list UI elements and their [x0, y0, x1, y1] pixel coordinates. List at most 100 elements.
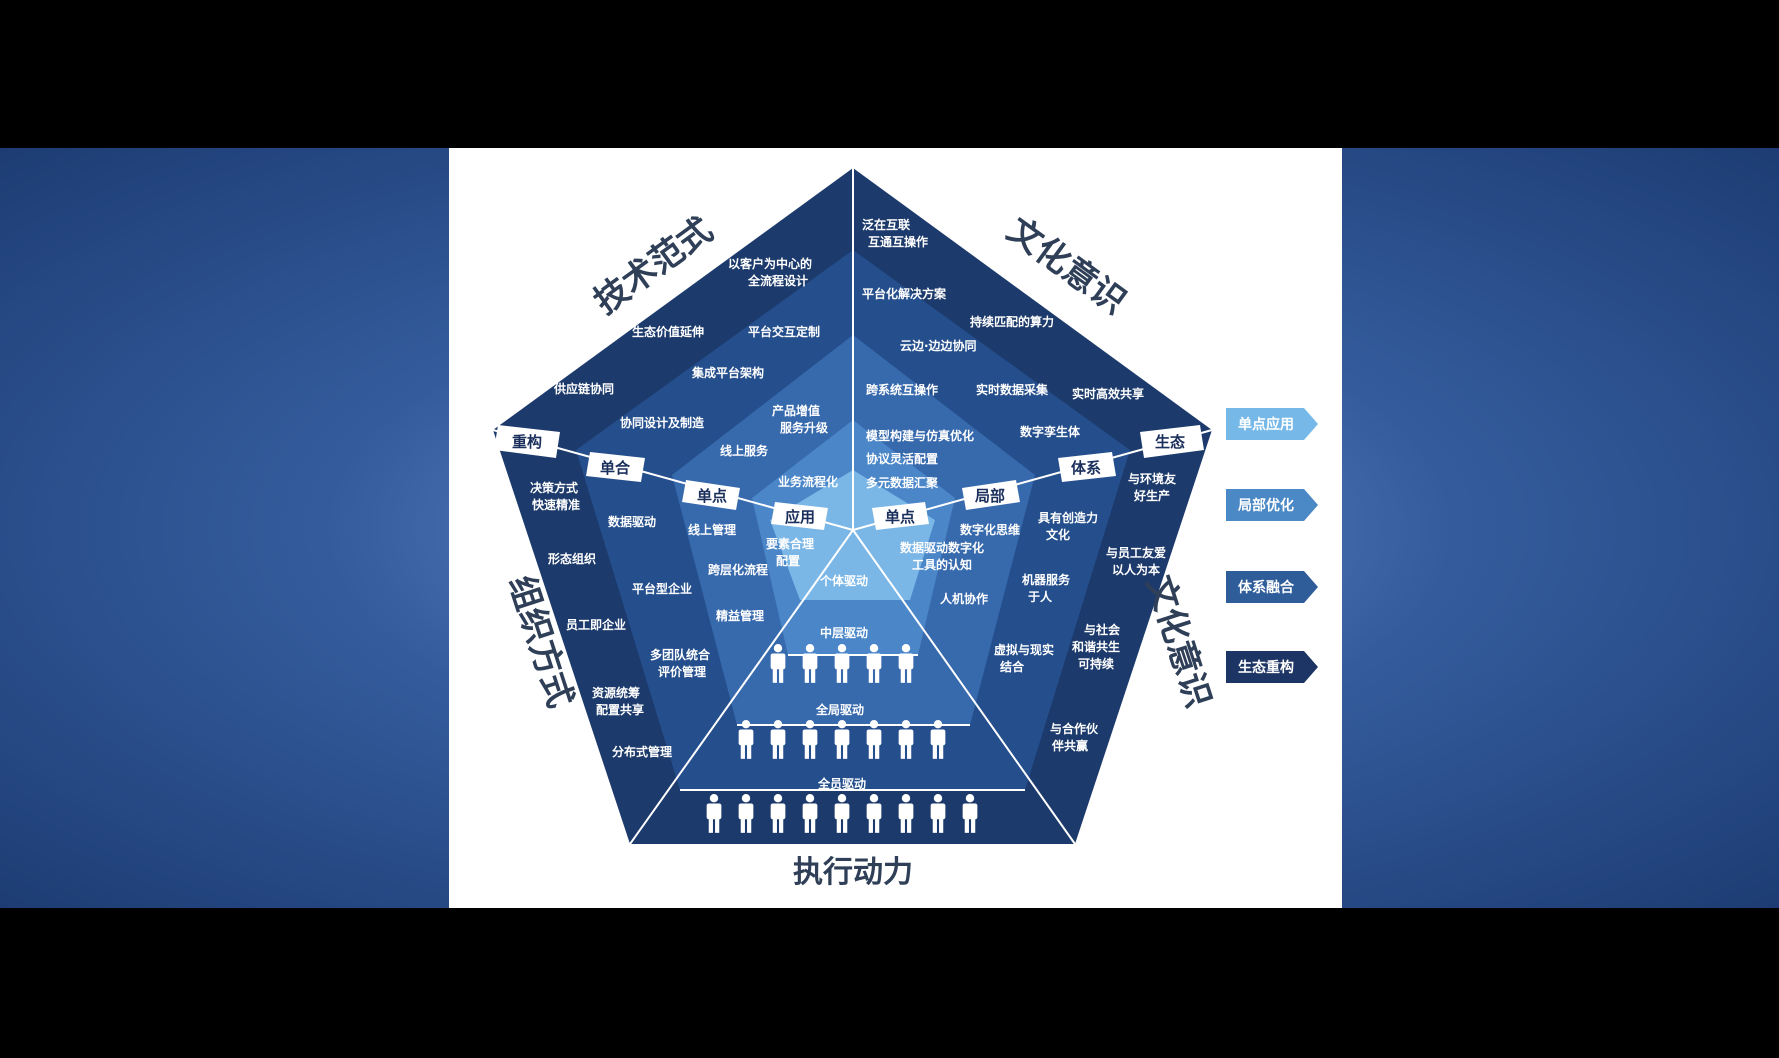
- ring-tag-2-right: 体系: [1058, 452, 1116, 482]
- org-item: 分布式管理: [612, 744, 672, 759]
- culture-right-item: 具有创造力: [1038, 510, 1098, 525]
- person-icon: [898, 794, 914, 833]
- person-icon: [898, 644, 914, 683]
- person-icon: [866, 794, 882, 833]
- ring-tag-3-right: 局部: [962, 480, 1020, 510]
- tech-item: 集成平台架构: [691, 365, 764, 380]
- ring-tag-3-left: 单点: [682, 480, 740, 510]
- legend-item-system-fusion: 体系融合: [1226, 571, 1318, 603]
- org-item: 跨层化流程: [708, 562, 768, 577]
- culture-right-item: 文化: [1046, 527, 1070, 542]
- person-icon: [802, 720, 818, 759]
- exec-items: 个体驱动 中层驱动 全局驱动 全员驱动: [815, 573, 868, 791]
- org-item: 形态组织: [548, 551, 596, 566]
- person-icon: [738, 720, 754, 759]
- person-icon: [770, 720, 786, 759]
- culture-right-item: 数据驱动数字化: [900, 540, 984, 555]
- svg-text:单点: 单点: [697, 487, 727, 505]
- svg-text:局部优化: 局部优化: [1238, 497, 1294, 514]
- org-item: 评价管理: [658, 664, 706, 679]
- person-icon: [834, 794, 850, 833]
- ring-tag-2-left: 单合: [586, 452, 645, 482]
- culture-right-item: 机器服务: [1022, 572, 1071, 587]
- tech-item: 线上服务: [720, 443, 769, 458]
- person-icon: [930, 794, 946, 833]
- person-icon: [866, 644, 882, 683]
- tech-items: 以客户为中心的 全流程设计 生态价值延伸 平台交互定制 集成平台架构 供应链协同…: [553, 256, 838, 489]
- svg-text:体系: 体系: [1071, 459, 1101, 477]
- svg-text:局部: 局部: [974, 487, 1005, 505]
- org-item: 决策方式: [530, 480, 578, 495]
- org-item: 资源统筹: [592, 685, 640, 700]
- org-item: 员工即企业: [566, 617, 626, 632]
- culture-right-item: 与环境友: [1128, 471, 1176, 486]
- culture-right-item: 虚拟与现实: [994, 642, 1054, 657]
- culture-right-item: 人机协作: [940, 591, 988, 606]
- org-item: 配置: [776, 553, 800, 568]
- org-item: 多团队统合: [650, 647, 711, 662]
- culture-right-items: 与环境友 好生产 具有创造力 文化 与员工友爱 以人为本 数字化思维 数据驱动数…: [900, 471, 1176, 753]
- culture-item: 数字孪生体: [1020, 424, 1081, 439]
- culture-right-item: 与员工友爱: [1106, 545, 1166, 560]
- svg-text:生态重构: 生态重构: [1238, 659, 1294, 676]
- person-icon: [770, 644, 786, 683]
- org-item: 精益管理: [716, 608, 764, 623]
- exec-item: 个体驱动: [819, 573, 868, 588]
- culture-right-item: 与合作伙: [1050, 721, 1099, 736]
- tech-item: 平台交互定制: [748, 324, 820, 339]
- svg-text:体系融合: 体系融合: [1238, 579, 1295, 596]
- svg-text:单点应用: 单点应用: [1238, 416, 1294, 433]
- tech-item: 全流程设计: [747, 273, 808, 288]
- person-icon: [802, 644, 818, 683]
- legend-item-single-point: 单点应用: [1226, 408, 1318, 440]
- culture-right-item: 以人为本: [1112, 562, 1160, 577]
- person-icon: [770, 794, 786, 833]
- person-icon: [834, 644, 850, 683]
- org-item: 数据驱动: [608, 514, 656, 529]
- org-item: 线上管理: [688, 522, 736, 537]
- ring-tag-center-right: 单点: [872, 502, 929, 530]
- svg-text:生态: 生态: [1155, 433, 1185, 451]
- culture-right-item: 与社会: [1084, 622, 1121, 637]
- culture-item: 实时高效共享: [1072, 386, 1144, 401]
- exec-item: 全员驱动: [817, 776, 866, 791]
- org-item: 快速精准: [532, 497, 580, 512]
- culture-right-item: 数字化思维: [960, 522, 1020, 537]
- culture-right-item: 好生产: [1133, 488, 1170, 503]
- legend-item-local-optimization: 局部优化: [1226, 489, 1318, 521]
- exec-item: 全局驱动: [815, 702, 864, 717]
- legend-item-ecosystem-restructure: 生态重构: [1226, 651, 1318, 683]
- person-icon: [930, 720, 946, 759]
- culture-item: 协议灵活配置: [866, 451, 938, 466]
- tech-item: 供应链协同: [553, 381, 614, 396]
- person-icon: [738, 794, 754, 833]
- tech-item: 以客户为中心的: [728, 256, 812, 271]
- org-item: 配置共享: [596, 702, 644, 717]
- culture-item: 实时数据采集: [976, 382, 1049, 397]
- culture-right-item: 伴共赢: [1051, 738, 1088, 753]
- tech-item: 协同设计及制造: [620, 415, 705, 430]
- org-items: 决策方式 快速精准 形态组织 员工即企业 资源统筹 配置共享 分布式管理 数据驱…: [530, 480, 814, 759]
- org-item: 平台型企业: [632, 581, 692, 596]
- culture-right-item: 和谐共生: [1071, 639, 1120, 654]
- exec-item: 中层驱动: [820, 625, 868, 640]
- culture-item: 持续匹配的算力: [970, 314, 1054, 329]
- culture-item: 泛在互联: [862, 217, 910, 232]
- ring-tag-outer-right: 生态: [1140, 425, 1204, 458]
- ring-center: [770, 470, 935, 600]
- svg-text:应用: 应用: [785, 508, 815, 526]
- org-item: 要素合理: [766, 536, 814, 551]
- culture-right-item: 工具的认知: [912, 557, 972, 572]
- tech-item: 生态价值延伸: [632, 324, 704, 339]
- person-icon: [962, 794, 978, 833]
- svg-text:单点: 单点: [885, 508, 915, 526]
- culture-right-item: 于人: [1028, 589, 1053, 604]
- person-icon: [834, 720, 850, 759]
- people-figures: [706, 644, 978, 833]
- person-icon: [706, 794, 722, 833]
- ring-tag-outer-left: 重构: [494, 425, 560, 458]
- tech-item: 业务流程化: [778, 474, 838, 489]
- side-title-culture-right: 文化意识: [1138, 571, 1218, 713]
- culture-top-items: 泛在互联 互通互操作 平台化解决方案 持续匹配的算力 云边·边边协同 跨系统互操…: [862, 217, 1144, 490]
